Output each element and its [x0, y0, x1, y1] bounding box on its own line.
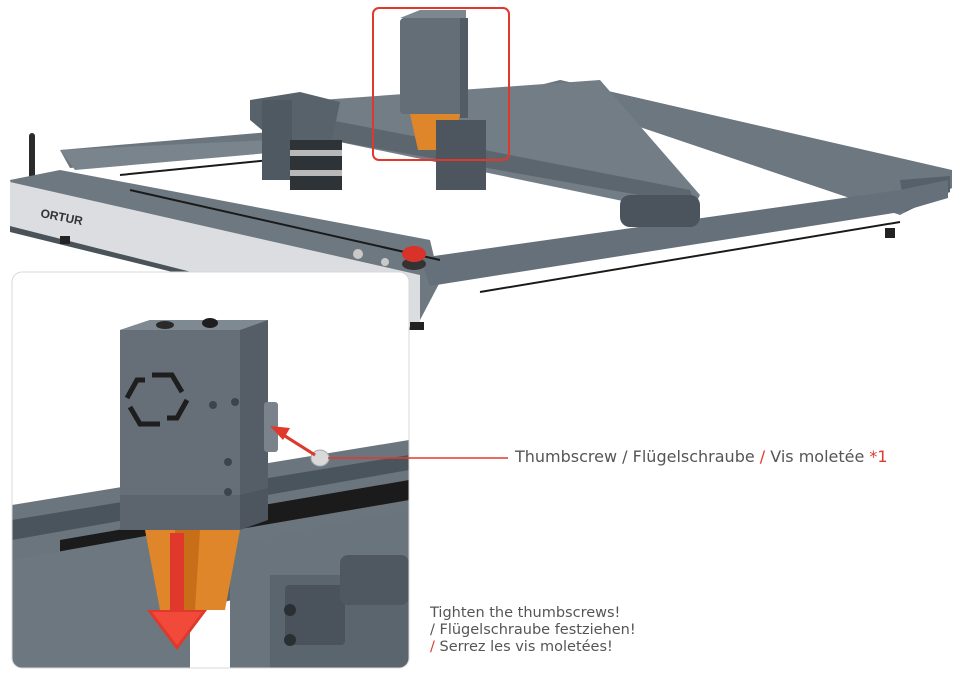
instruction-line-en: Tighten the thumbscrews!	[430, 605, 621, 621]
arrow-down-icon	[147, 533, 207, 650]
machine-overview	[10, 7, 952, 330]
arrow-pointer-icon	[270, 426, 316, 457]
instruction-fr-text: Serrez les vis moletées!	[434, 639, 613, 655]
instruction-line-fr: / Serrez les vis moletées!	[430, 639, 636, 656]
callout-fr: Vis moletée	[770, 447, 865, 466]
callout-sep2: /	[754, 447, 771, 466]
callout-de: Flügelschraube	[632, 447, 755, 466]
hexagon-logo-icon	[124, 372, 190, 427]
callout-footnote: *1	[864, 447, 888, 466]
instruction-line-de: / Flügelschraube festziehen!	[430, 622, 636, 638]
zoom-detail-panel	[11, 271, 410, 669]
emergency-stop-icon	[402, 246, 426, 270]
tighten-instruction: Tighten the thumbscrews! / Flügelschraub…	[430, 605, 636, 656]
laser-head-highlight-box	[372, 7, 510, 161]
callout-sep1: /	[617, 447, 633, 466]
antenna-icon	[29, 133, 35, 181]
thumbscrew-callout: Thumbscrew / Flügelschraube / Vis moleté…	[515, 447, 888, 466]
instruction-fr-sep: /	[430, 639, 435, 655]
callout-en: Thumbscrew	[515, 447, 618, 466]
